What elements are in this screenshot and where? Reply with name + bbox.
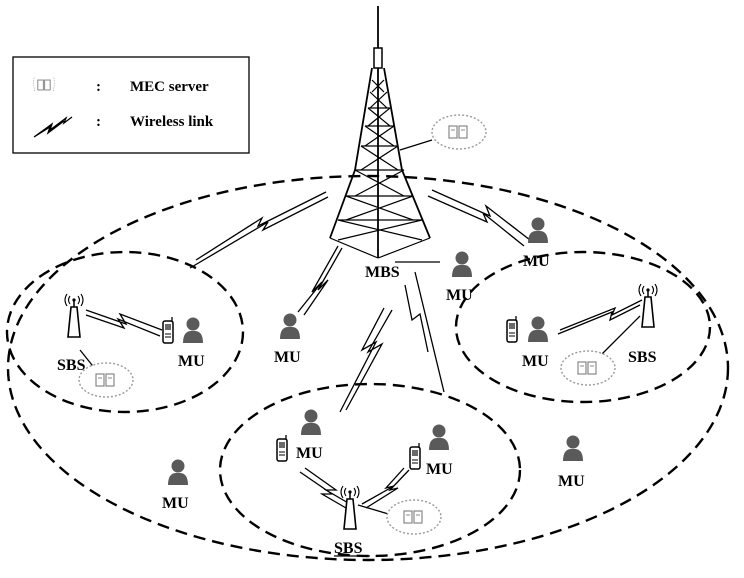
mu-label: MU (426, 461, 453, 478)
small-cell-coverage-bottom (220, 384, 520, 556)
mu-label: MU (523, 253, 550, 270)
mu-label: MU (296, 445, 323, 462)
mbs-mec-server-icon (432, 115, 486, 149)
mu-person-icon (563, 436, 583, 462)
sbs-bottom-antenna-icon (341, 486, 359, 529)
mu-label: MU (446, 287, 473, 304)
legend-link-label: Wireless link (130, 114, 214, 130)
mu-phone-icon (410, 443, 420, 469)
mu-label: MU (558, 473, 585, 490)
sbs-left-label: SBS (57, 357, 86, 374)
sbs-right-mec-server-icon (561, 351, 615, 385)
legend-mec-separator: : (96, 79, 101, 95)
mu-person-icon (528, 218, 548, 244)
macro-base-station-tower (330, 6, 432, 258)
legend-mec-label: MEC server (130, 79, 209, 95)
mu-label: MU (178, 353, 205, 370)
mu-phone-icon (277, 435, 287, 461)
mu-person-icon (429, 425, 449, 451)
legend: : MEC server : Wireless link (13, 57, 249, 153)
mu-phone-icon (163, 317, 173, 343)
mu-person-icon (168, 460, 188, 486)
sbs-left-antenna-icon (65, 294, 83, 337)
sbs-right-antenna-icon (639, 284, 657, 327)
mu-label: MU (522, 353, 549, 370)
mu-person-icon (280, 314, 300, 340)
mu-person-icon (301, 410, 321, 436)
mu-person-icon (183, 318, 203, 344)
mu-label: MU (274, 349, 301, 366)
mu-label: MU (162, 495, 189, 512)
mu-person-icon (528, 317, 548, 343)
mbs-label: MBS (365, 264, 400, 281)
wireless-links (80, 190, 642, 515)
sbs-left-mec-server-icon (79, 363, 133, 397)
mu-phone-icon (507, 316, 517, 342)
sbs-right-label: SBS (628, 349, 657, 366)
legend-link-separator: : (96, 114, 101, 130)
mu-person-icon (452, 252, 472, 278)
sbs-bottom-mec-server-icon (387, 500, 441, 534)
sbs-bottom-label: SBS (334, 540, 363, 557)
